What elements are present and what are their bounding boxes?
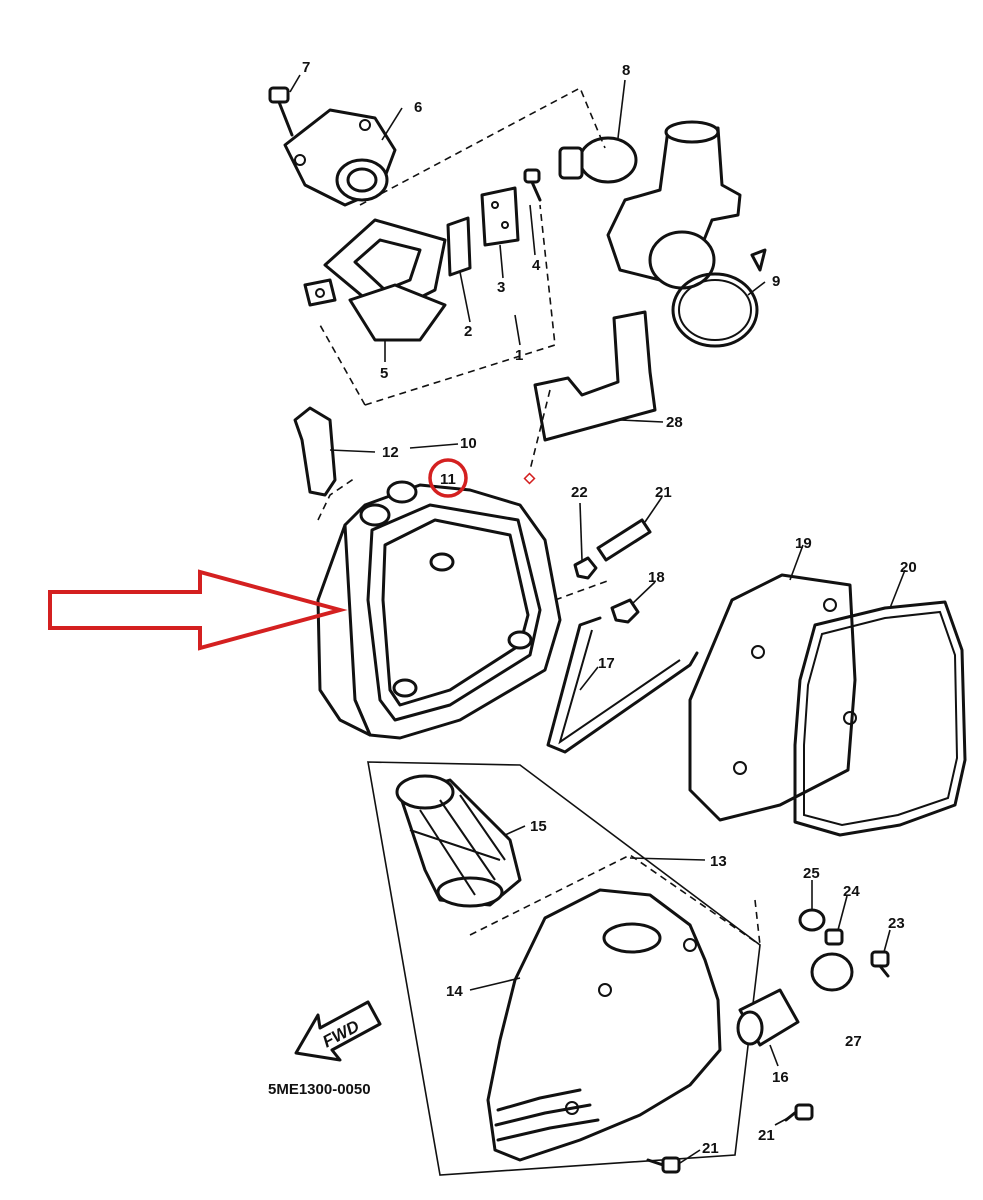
callout-5: 5 bbox=[380, 365, 388, 382]
part-3-reed-stopper bbox=[480, 186, 520, 247]
callout-18: 18 bbox=[648, 569, 665, 586]
callout-2: 2 bbox=[464, 323, 472, 340]
part-14-case bbox=[486, 888, 722, 1162]
callout-4: 4 bbox=[532, 257, 541, 274]
callout-3: 3 bbox=[497, 279, 505, 296]
part-22-stud bbox=[596, 518, 652, 562]
part-15-inlet-duct bbox=[395, 774, 522, 908]
part-23-nut bbox=[573, 556, 598, 580]
part-9-clamp bbox=[671, 248, 767, 348]
part-19-element bbox=[688, 573, 857, 822]
callout-14: 14 bbox=[446, 983, 463, 1000]
callout-21-b: 21 bbox=[702, 1140, 719, 1157]
callout-26: 25 bbox=[803, 865, 820, 882]
part-21-screw-a bbox=[784, 1103, 814, 1122]
callout-23: 22 bbox=[571, 484, 588, 501]
part-5-gasket bbox=[303, 278, 337, 307]
part-10-case-cover bbox=[316, 480, 562, 740]
callout-24: 23 bbox=[888, 915, 905, 932]
callout-12: 12 bbox=[382, 444, 399, 461]
leader-lines bbox=[289, 74, 906, 1164]
part-7-bolt bbox=[268, 86, 294, 137]
part-25-collar bbox=[824, 928, 844, 946]
callout-9: 9 bbox=[772, 273, 780, 290]
part-1-reed-valve-assembly bbox=[323, 218, 447, 342]
highlight-marker bbox=[523, 472, 536, 485]
part-2-reed-plate bbox=[446, 216, 472, 277]
assembly-lines bbox=[317, 86, 761, 946]
part-26-grommet bbox=[798, 908, 826, 932]
callout-19: 19 bbox=[795, 535, 812, 552]
part-4-screw bbox=[523, 168, 542, 202]
callout-8: 8 bbox=[622, 62, 630, 79]
part-21-screw-b bbox=[646, 1156, 681, 1174]
part-16-joint bbox=[736, 988, 800, 1047]
callout-15: 15 bbox=[530, 818, 547, 835]
callout-28: 28 bbox=[666, 414, 683, 431]
callout-21-a: 21 bbox=[758, 1127, 775, 1144]
callout-1: 1 bbox=[515, 347, 523, 364]
carburetor-joint bbox=[606, 120, 742, 290]
part-8-clamp bbox=[558, 136, 638, 184]
part-20-gasket bbox=[793, 600, 967, 837]
fwd-arrow-icon: FWD bbox=[294, 1000, 382, 1062]
callout-22: 21 bbox=[655, 484, 672, 501]
callout-6: 6 bbox=[414, 99, 422, 116]
highlight-circle bbox=[428, 458, 468, 498]
part-18-grommet bbox=[610, 598, 640, 624]
part-28-plate bbox=[533, 310, 657, 442]
callout-17: 17 bbox=[598, 655, 615, 672]
callout-27: 27 bbox=[845, 1033, 862, 1050]
part-13-case-outline bbox=[367, 761, 761, 1176]
callout-10: 10 bbox=[460, 435, 477, 452]
diagram-code: 5ME1300-0050 bbox=[268, 1081, 371, 1098]
part-6-manifold bbox=[283, 108, 397, 207]
callout-11: 11 bbox=[440, 471, 456, 488]
callout-20: 20 bbox=[900, 559, 917, 576]
callout-25: 24 bbox=[843, 883, 860, 900]
highlight-arrow bbox=[48, 569, 348, 651]
part-12-hose bbox=[293, 406, 337, 497]
callout-7: 7 bbox=[302, 59, 310, 76]
callout-16: 16 bbox=[772, 1069, 789, 1086]
part-24-bolt bbox=[870, 950, 890, 978]
callout-13: 13 bbox=[710, 853, 727, 870]
part-17-seal bbox=[546, 616, 699, 754]
part-27-clamp bbox=[810, 952, 854, 992]
